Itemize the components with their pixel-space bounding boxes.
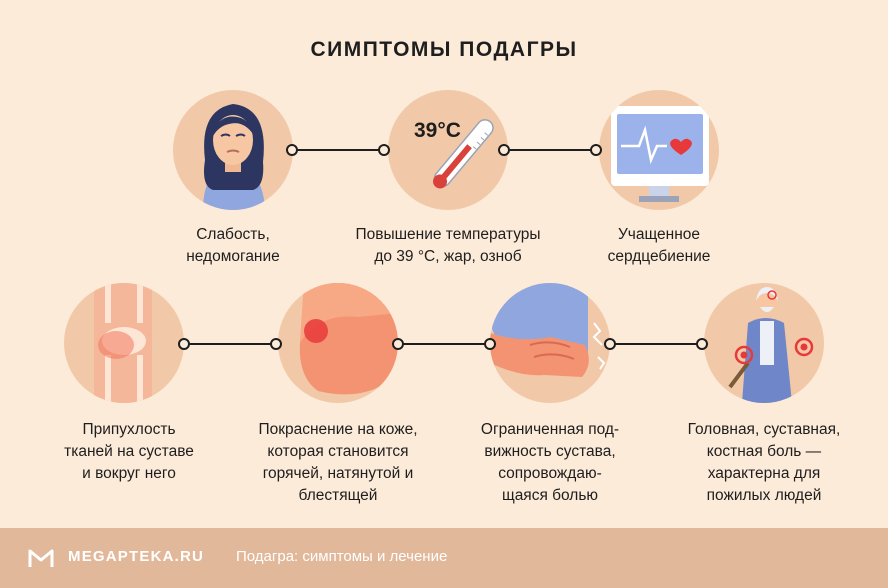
- symptom-swelling-circle: [64, 283, 184, 403]
- elbow-pain-icon: [490, 283, 606, 377]
- symptom-heartbeat-circle: [599, 90, 719, 210]
- megapteka-logo-icon[interactable]: [28, 547, 54, 569]
- connector-line-2: [504, 149, 596, 151]
- footer-subtitle: Подагра: симптомы и лечение: [236, 548, 448, 565]
- swollen-joint-icon: [94, 283, 152, 403]
- page-title: СИМПТОМЫ ПОДАГРЫ: [310, 38, 578, 61]
- connector-dot-5a: [604, 338, 616, 350]
- connector-dot-1b: [378, 144, 390, 156]
- symptom-caption: Повышение температуры до 39 °C, жар, озн…: [355, 226, 541, 265]
- heart-monitor-icon: [611, 106, 709, 202]
- symptom-caption: Ограниченная под- вижность сустава, сопр…: [480, 421, 620, 504]
- connector-dot-4b: [484, 338, 496, 350]
- connector-dot-3b: [270, 338, 282, 350]
- connector-dot-2a: [498, 144, 510, 156]
- red-knee-icon: [299, 283, 398, 395]
- symptom-caption: Покраснение на коже, которая становится …: [258, 421, 418, 504]
- footer-bar: MEGAPTEKA.RU Подагра: симптомы и лечение: [0, 528, 888, 588]
- connector-line-3: [184, 343, 276, 345]
- connector-dot-2b: [590, 144, 602, 156]
- connector-line-4: [398, 343, 490, 345]
- symptom-weakness-circle: [173, 90, 293, 210]
- symptom-caption: Припухлость тканей на суставе и вокруг н…: [64, 421, 194, 482]
- symptom-fever-circle: 39°C: [388, 90, 508, 210]
- thermometer-label: 39°C: [414, 119, 461, 142]
- symptom-caption: Головная, суставная, костная боль — хара…: [687, 421, 841, 504]
- woman-weakness-icon: [203, 104, 265, 210]
- brand-link[interactable]: MEGAPTEKA.RU: [68, 548, 205, 565]
- symptom-stiffness-circle: [490, 283, 610, 403]
- thermometer-icon: 39°C: [414, 119, 494, 189]
- connector-line-1: [292, 149, 384, 151]
- symptom-pain-circle: [704, 283, 824, 403]
- connector-dot-4a: [392, 338, 404, 350]
- connector-dot-5b: [696, 338, 708, 350]
- connector-dot-3a: [178, 338, 190, 350]
- symptom-caption: Слабость, недомогание: [186, 226, 280, 265]
- connector-line-5: [610, 343, 702, 345]
- symptom-caption: Учащенное сердцебиение: [607, 226, 711, 265]
- elderly-man-icon: [728, 287, 814, 403]
- connector-dot-1a: [286, 144, 298, 156]
- symptom-redness-circle: [278, 283, 398, 403]
